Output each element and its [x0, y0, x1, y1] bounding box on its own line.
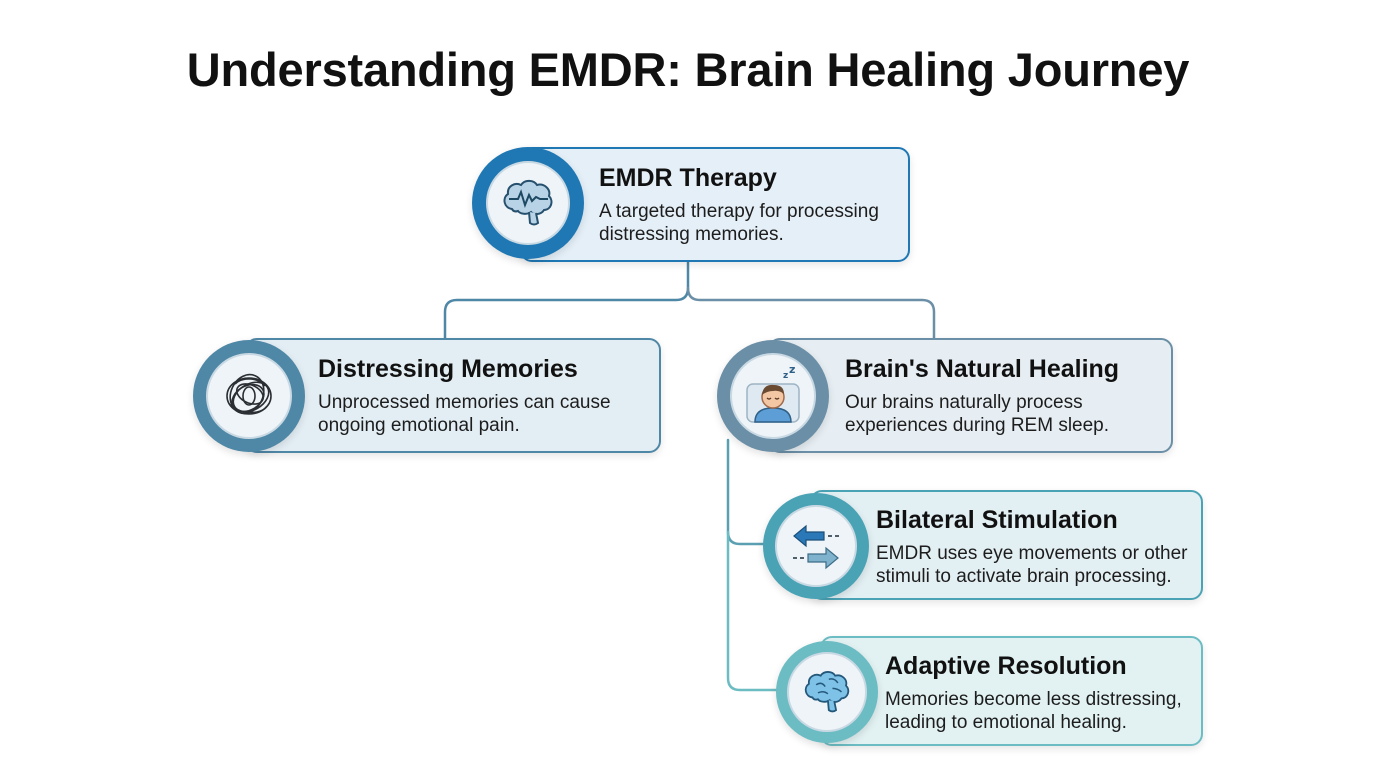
ring-adaptive-resolution	[776, 641, 878, 743]
bilateral-stimulation-title: Bilateral Stimulation	[876, 506, 1118, 534]
bilateral-arrows-icon	[793, 524, 839, 570]
card-bilateral-stimulation	[810, 490, 1203, 600]
bilateral-stimulation-description: EMDR uses eye movements or other stimuli…	[876, 543, 1188, 587]
connector-root-to-left	[443, 260, 690, 340]
tangled-scribble-icon	[226, 373, 272, 415]
connector-to-adaptive	[726, 530, 782, 692]
card-distressing-memories	[245, 338, 661, 453]
svg-text:z: z	[789, 364, 795, 376]
ring-natural-healing: z z	[717, 340, 829, 452]
page-title: Understanding EMDR: Brain Healing Journe…	[186, 43, 1190, 96]
distressing-memories-title: Distressing Memories	[318, 355, 578, 383]
brain-waveform-icon	[503, 179, 553, 226]
adaptive-resolution-title: Adaptive Resolution	[885, 652, 1127, 680]
ring-emdr-therapy	[472, 147, 584, 259]
ring-bilateral-stimulation	[763, 493, 869, 599]
healthy-brain-icon	[804, 671, 850, 713]
distressing-memories-description: Unprocessed memories can cause ongoing e…	[318, 392, 611, 436]
card-natural-healing	[768, 338, 1173, 453]
natural-healing-title: Brain's Natural Healing	[845, 355, 1120, 383]
adaptive-resolution-description: Memories become less distressing, leadin…	[885, 689, 1182, 733]
connector-root-to-right	[686, 286, 936, 340]
ring-distressing-memories	[193, 340, 305, 452]
svg-text:z: z	[783, 371, 788, 381]
connector-to-bilateral	[726, 438, 772, 546]
natural-healing-description: Our brains naturally process experiences…	[845, 392, 1110, 436]
emdr-therapy-title: EMDR Therapy	[599, 164, 777, 192]
emdr-therapy-description: A targeted therapy for processing distre…	[599, 201, 879, 245]
card-adaptive-resolution	[820, 636, 1203, 746]
sleeping-person-icon: z z	[746, 364, 800, 423]
